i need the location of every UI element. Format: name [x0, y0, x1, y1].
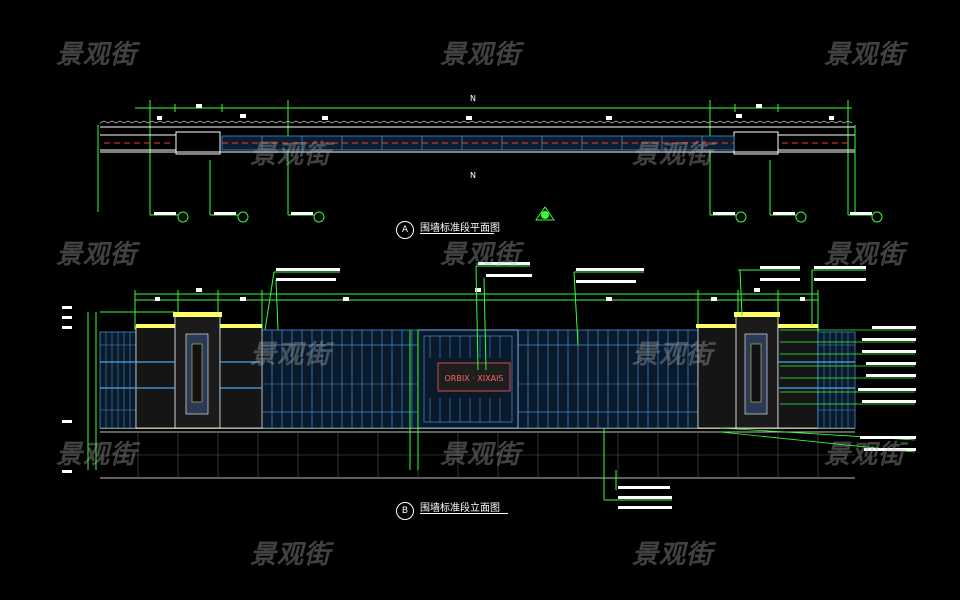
elevation-right-labels — [858, 326, 916, 451]
elevation-base — [100, 427, 855, 479]
elevation-grill-right — [777, 324, 856, 429]
plan-wall — [100, 126, 855, 155]
plan-title: 围墙标准段平面图 — [420, 223, 500, 234]
plan-title-underline — [420, 233, 494, 234]
elevation-dim-text-marks — [62, 288, 805, 473]
elevation-plaque-text: ORBIX · XIXAIS — [444, 374, 503, 383]
elevation-base-grid — [100, 432, 855, 478]
elevation-bottom-leader — [603, 428, 672, 501]
elevation-title: 围墙标准段立面图 — [420, 503, 500, 514]
north-arrow-icon — [535, 206, 555, 221]
plan-dim-total-top-label: N — [470, 94, 476, 103]
elevation-bottom-labels — [618, 486, 672, 509]
elevation-top-leaders — [264, 265, 866, 371]
elevation-view: ORBIX · XIXAIS — [62, 262, 916, 509]
elevation-top-labels — [276, 262, 866, 283]
plan-section-tag: A — [396, 221, 414, 239]
elevation-title-underline — [420, 513, 508, 514]
elevation-grill-left — [99, 324, 177, 429]
plan-callout-labels — [154, 212, 872, 215]
plan-dim-text-marks — [157, 104, 834, 120]
elevation-pier-right — [734, 312, 780, 429]
elevation-main-grill: ORBIX · XIXAIS — [219, 324, 739, 470]
plan-grill-band — [104, 135, 850, 151]
plan-ground-hatch — [99, 120, 853, 124]
elevation-section-tag: B — [396, 502, 414, 520]
plan-callout-circles — [177, 211, 883, 223]
elevation-rails — [100, 361, 855, 389]
plan-dim-total-bottom-label: N — [470, 171, 476, 180]
plan-view: N — [97, 94, 883, 223]
elevation-pier-left — [173, 312, 222, 429]
plan-dimension-top — [135, 100, 852, 160]
